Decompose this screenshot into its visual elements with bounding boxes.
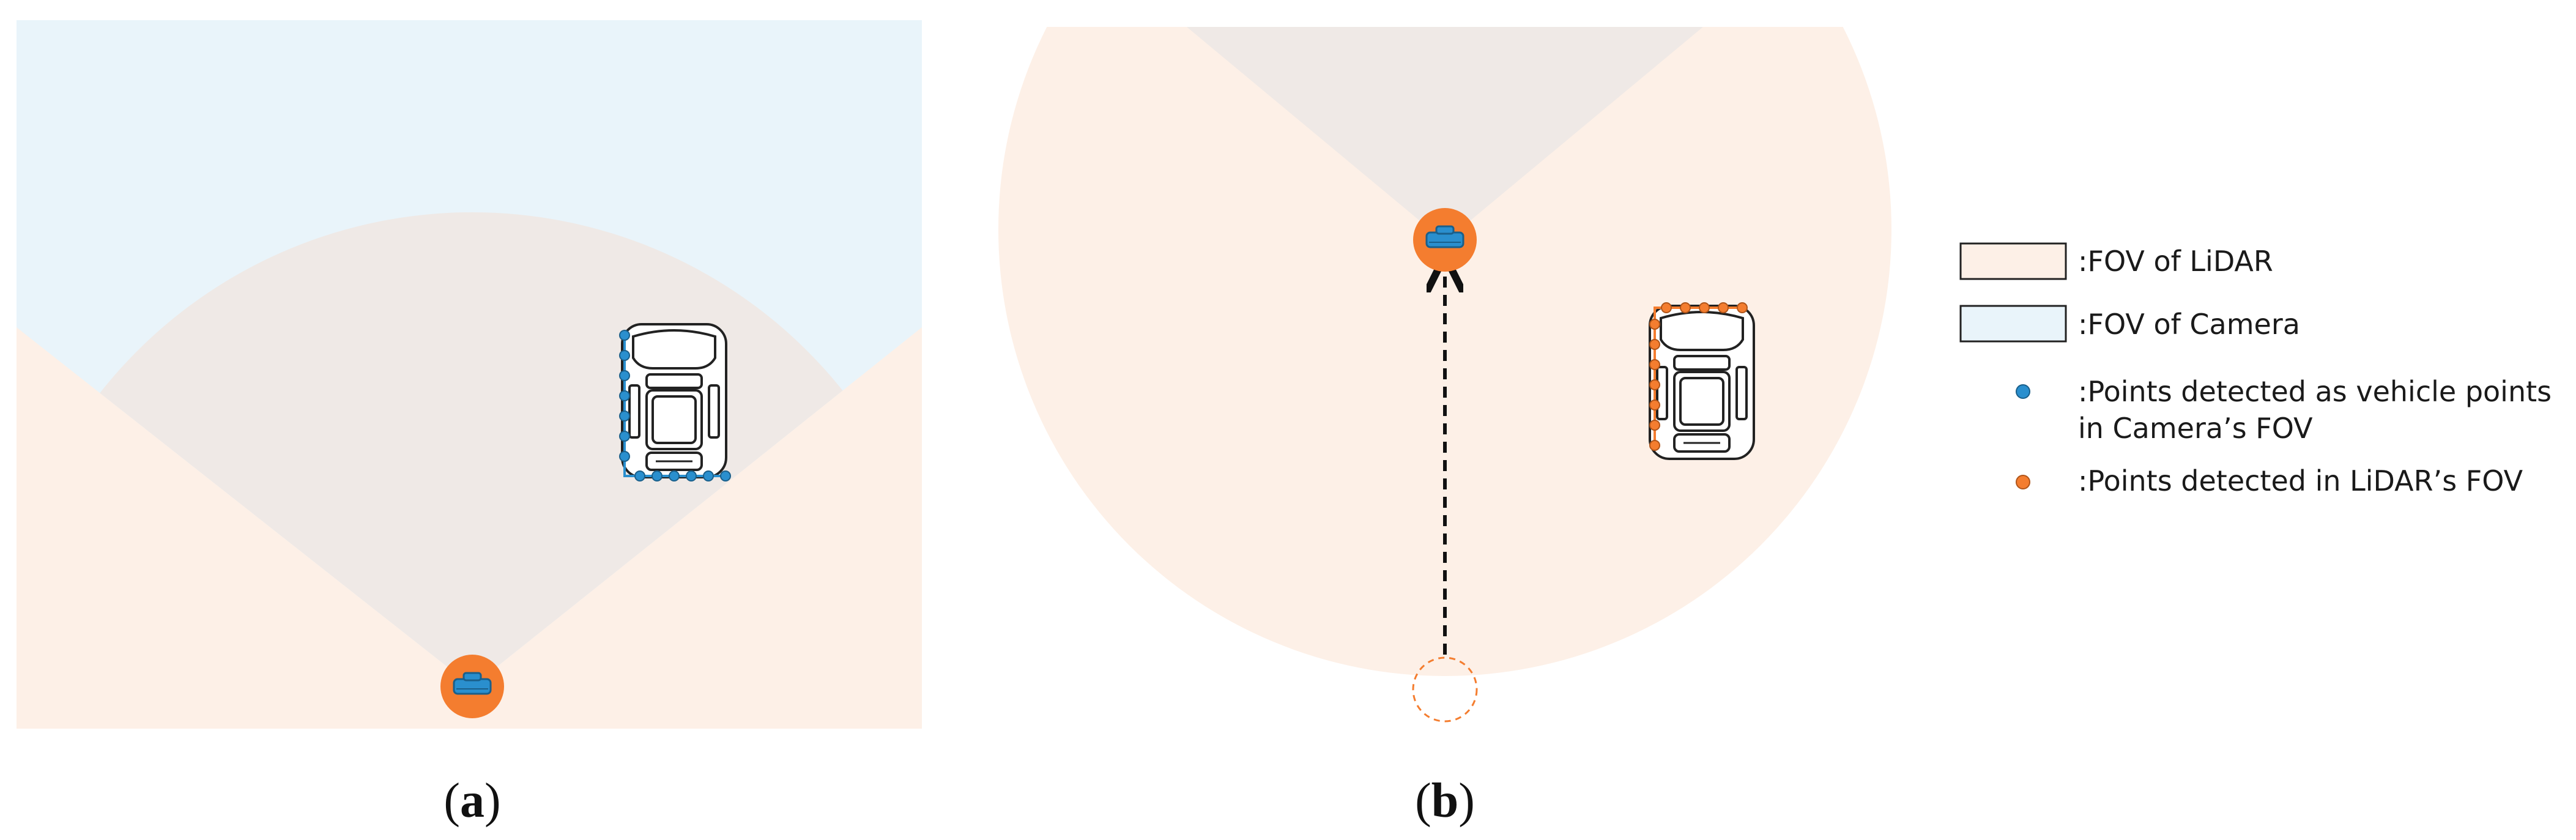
- legend-orange-point: [2016, 475, 2030, 489]
- panel-b: [998, 27, 1891, 723]
- camera-point: [619, 431, 630, 442]
- lidar-point: [1680, 302, 1691, 313]
- lidar-point: [1737, 302, 1748, 313]
- camera-point: [720, 470, 731, 481]
- legend-blue-points-label-1: :Points detected as vehicle points: [2078, 375, 2552, 408]
- lidar-point: [1649, 359, 1660, 370]
- camera-point: [619, 330, 630, 341]
- legend-blue-points-label-2: in Camera’s FOV: [2078, 412, 2313, 445]
- lidar-point: [1649, 379, 1660, 390]
- lidar-point: [1649, 440, 1660, 451]
- caption-a: (a): [444, 774, 500, 828]
- legend-orange-points-label: :Points detected in LiDAR’s FOV: [2078, 464, 2523, 497]
- panel-b-previous-position: [1412, 656, 1478, 723]
- lidar-point: [1649, 400, 1660, 411]
- camera-point: [703, 470, 714, 481]
- lidar-point: [1718, 302, 1729, 313]
- legend-camera-label: :FOV of Camera: [2078, 308, 2300, 341]
- camera-point: [686, 470, 697, 481]
- panel-b-lidar-points: [1649, 302, 1748, 451]
- camera-point: [619, 370, 630, 381]
- panel-b-camera-overlap: [1187, 27, 1703, 242]
- legend: :FOV of LiDAR :FOV of Camera :Points det…: [1959, 242, 2552, 497]
- camera-point: [619, 390, 630, 401]
- lidar-point: [1649, 420, 1660, 431]
- camera-point: [619, 451, 630, 462]
- lidar-point: [1649, 339, 1660, 350]
- lidar-point: [1649, 319, 1660, 330]
- legend-lidar-swatch: [1959, 242, 2067, 280]
- panel-a-vehicle: [621, 323, 727, 478]
- lidar-point: [1699, 302, 1710, 313]
- panel-a-camera-points: [619, 330, 731, 481]
- caption-b: (b): [1415, 774, 1475, 828]
- camera-point: [619, 350, 630, 361]
- panel-b-vehicle: [1649, 305, 1755, 460]
- legend-blue-point: [2016, 384, 2030, 399]
- legend-camera-swatch: [1959, 305, 2067, 343]
- panel-a: [17, 20, 922, 729]
- camera-point: [651, 470, 663, 481]
- legend-lidar-label: :FOV of LiDAR: [2078, 245, 2273, 278]
- lidar-point: [1661, 302, 1672, 313]
- panel-a-overlap-region: [17, 212, 922, 686]
- camera-point: [619, 411, 630, 422]
- camera-point: [669, 470, 680, 481]
- camera-point: [634, 470, 645, 481]
